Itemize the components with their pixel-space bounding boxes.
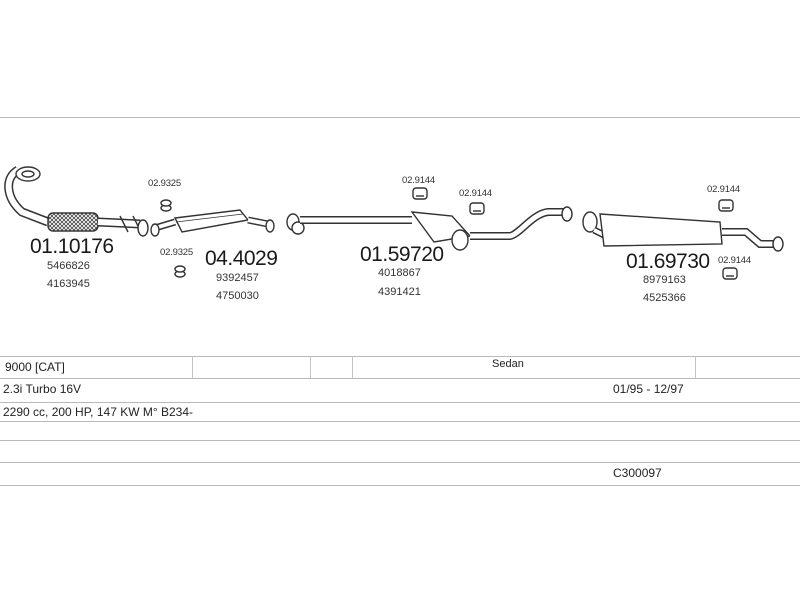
body-type: Sedan <box>492 358 524 370</box>
fitting-label-1: 02.9325 <box>148 178 181 189</box>
catalytic-converter <box>150 209 275 237</box>
fitting-label-2: 02.9325 <box>160 247 193 258</box>
middle-silencer-pipe <box>286 206 573 251</box>
oe-number-6: 4391421 <box>378 286 421 298</box>
part-number-rear-silencer: 01.69730 <box>626 250 710 273</box>
front-pipe <box>4 166 149 237</box>
rubber-hanger-2 <box>469 202 485 215</box>
gasket-ring-upper <box>160 199 172 212</box>
gasket-ring-lower <box>174 265 186 278</box>
part-number-middle-silencer: 01.59720 <box>360 243 444 266</box>
fitting-label-6: 02.9144 <box>718 255 751 266</box>
rubber-hanger-3 <box>718 199 734 212</box>
engine-specs: 2290 cc, 200 HP, 147 KW M° B234- <box>3 405 194 419</box>
oe-number-2: 4163945 <box>47 278 90 290</box>
rear-silencer <box>582 211 784 252</box>
vehicle-model: 9000 [CAT] <box>5 360 65 374</box>
rubber-hanger-1 <box>412 187 428 200</box>
oe-number-5: 4018867 <box>378 267 421 279</box>
oe-number-3: 9392457 <box>216 272 259 284</box>
oe-number-8: 4525366 <box>643 292 686 304</box>
oe-number-1: 5466826 <box>47 260 90 272</box>
oe-number-4: 4750030 <box>216 290 259 302</box>
fitting-label-5: 02.9144 <box>707 184 740 195</box>
part-number-front-pipe: 01.10176 <box>30 235 114 258</box>
catalog-code: C300097 <box>613 466 662 480</box>
engine-description: 2.3i Turbo 16V <box>3 382 82 396</box>
exhaust-system-diagram <box>4 166 784 280</box>
part-number-catalytic-converter: 04.4029 <box>205 247 278 270</box>
fitting-label-3: 02.9144 <box>402 175 435 186</box>
oe-number-7: 8979163 <box>643 274 686 286</box>
production-period: 01/95 - 12/97 <box>613 382 684 396</box>
rubber-hanger-4 <box>722 267 738 280</box>
fitting-label-4: 02.9144 <box>459 188 492 199</box>
